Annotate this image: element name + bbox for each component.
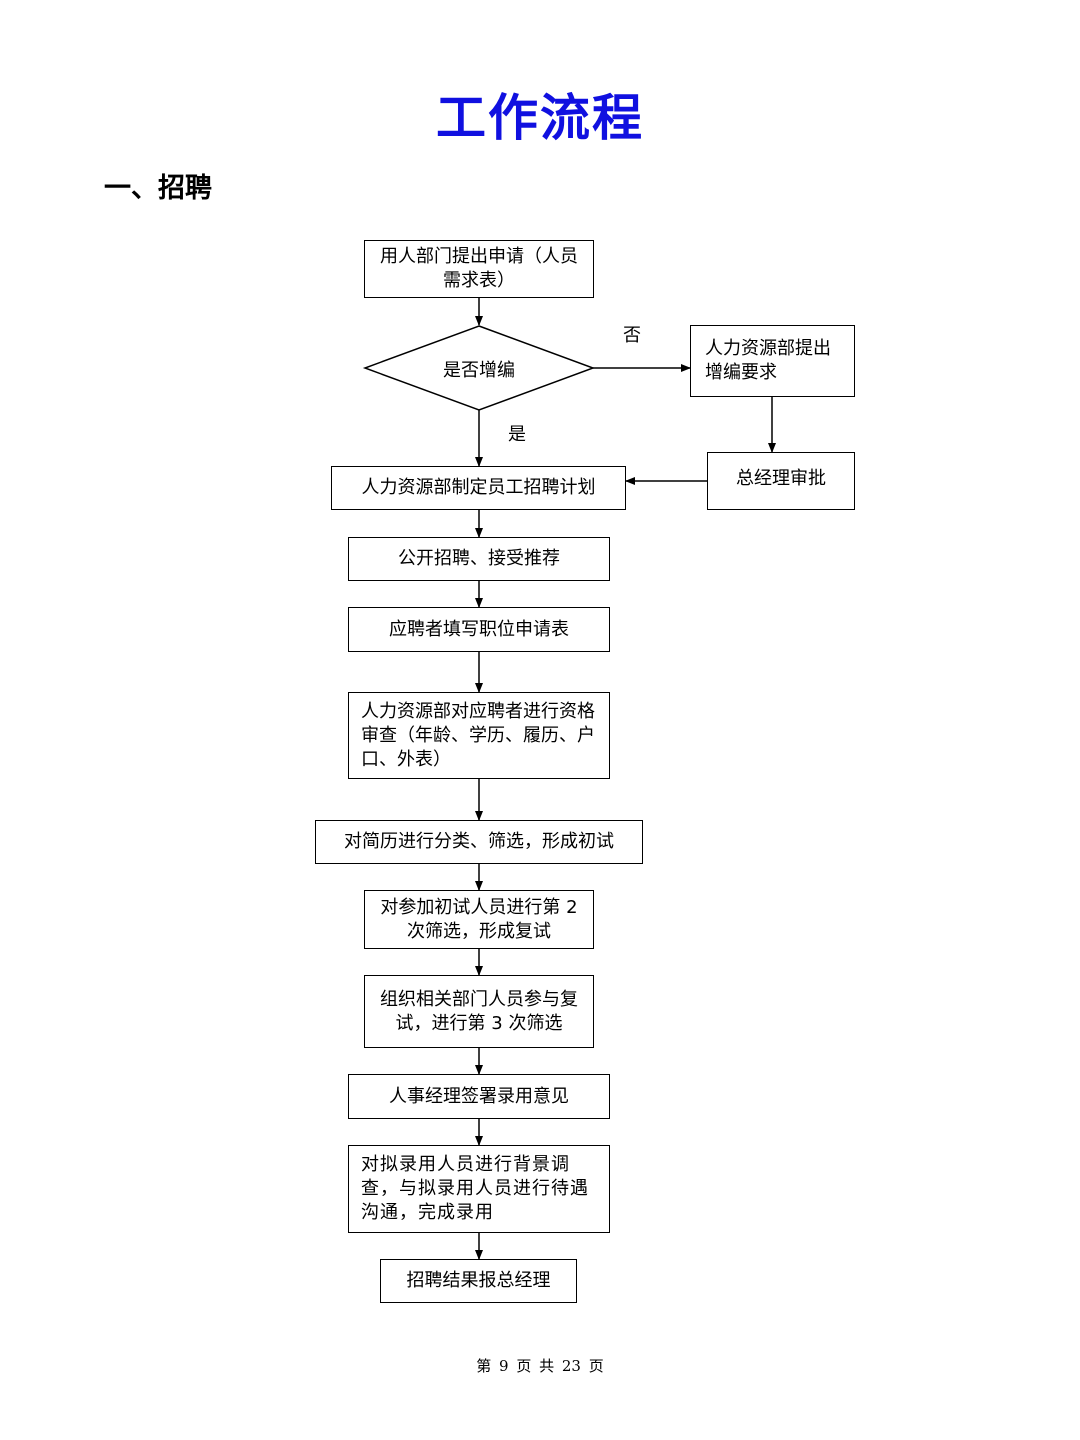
step-resume-screening: 对简历进行分类、筛选，形成初试 bbox=[315, 820, 643, 864]
page-title: 工作流程 bbox=[436, 89, 644, 147]
step-recruitment-plan: 人力资源部制定员工招聘计划 bbox=[331, 466, 626, 510]
step-open-recruitment: 公开招聘、接受推荐 bbox=[348, 537, 610, 581]
step-hr-manager-sign: 人事经理签署录用意见 bbox=[348, 1074, 610, 1119]
page-footer: 第 9 页 共 23 页 bbox=[476, 1357, 604, 1375]
step-second-screening: 对参加初试人员进行第 2 次筛选，形成复试 bbox=[364, 890, 594, 949]
step-qualification-review: 人力资源部对应聘者进行资格审查（年龄、学历、履历、户口、外表） bbox=[348, 692, 610, 779]
step-fill-application: 应聘者填写职位申请表 bbox=[348, 607, 610, 652]
step-report-results: 招聘结果报总经理 bbox=[380, 1259, 577, 1303]
branch-yes-label: 是 bbox=[508, 424, 526, 445]
section-heading: 一、招聘 bbox=[104, 173, 212, 204]
step-hr-headcount-request: 人力资源部提出增编要求 bbox=[690, 325, 855, 397]
decision-label: 是否增编 bbox=[443, 360, 515, 381]
step-background-check: 对拟录用人员进行背景调查，与拟录用人员进行待遇沟通，完成录用 bbox=[348, 1145, 610, 1233]
branch-no-label: 否 bbox=[623, 325, 641, 346]
step-gm-approval: 总经理审批 bbox=[707, 452, 855, 510]
step-department-request: 用人部门提出申请（人员需求表） bbox=[364, 240, 594, 298]
step-third-screening: 组织相关部门人员参与复试，进行第 3 次筛选 bbox=[364, 975, 594, 1048]
